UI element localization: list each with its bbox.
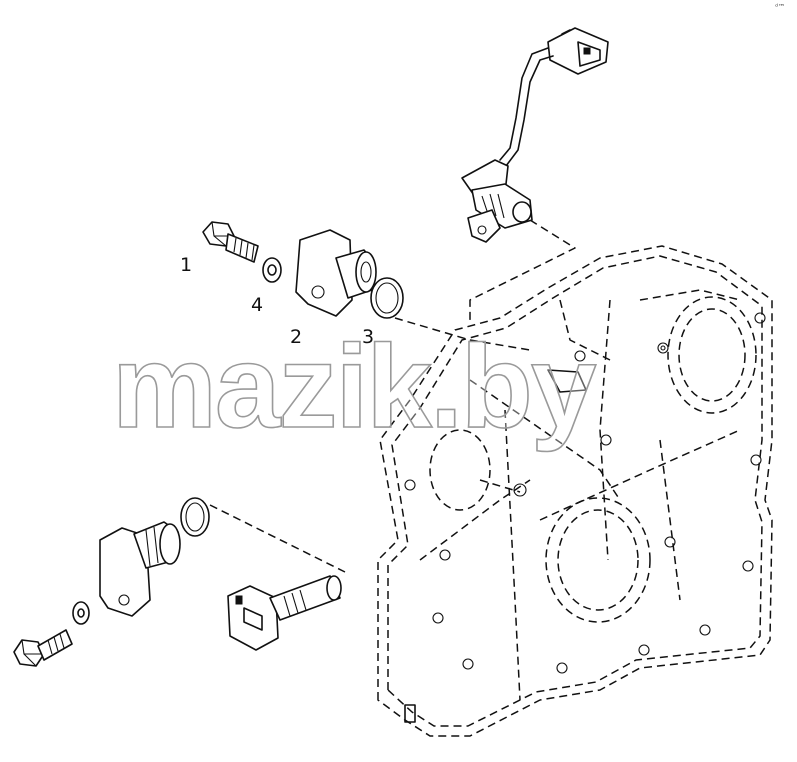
watermark: mazik.by	[111, 321, 597, 453]
callout-2: 2	[290, 326, 303, 348]
lower-speed-sensor	[227, 575, 342, 651]
upper-bolt	[202, 221, 259, 263]
lower-sensor-bracket	[99, 521, 181, 617]
upper-washer	[262, 257, 282, 283]
lower-bolt	[13, 629, 73, 667]
callout-1: 1	[180, 254, 193, 276]
upper-speed-sensor-with-harness	[461, 27, 609, 243]
callout-4: 4	[251, 294, 264, 316]
callout-3: 3	[362, 326, 375, 348]
timing-cover-housing	[377, 245, 773, 737]
assembly-leader-lines	[209, 219, 576, 573]
upper-sensor-bracket	[295, 229, 377, 317]
lower-o-ring	[180, 497, 210, 537]
upper-o-ring	[370, 277, 404, 319]
corner-tag: ᵈ™	[775, 3, 785, 11]
lower-washer	[72, 601, 90, 625]
